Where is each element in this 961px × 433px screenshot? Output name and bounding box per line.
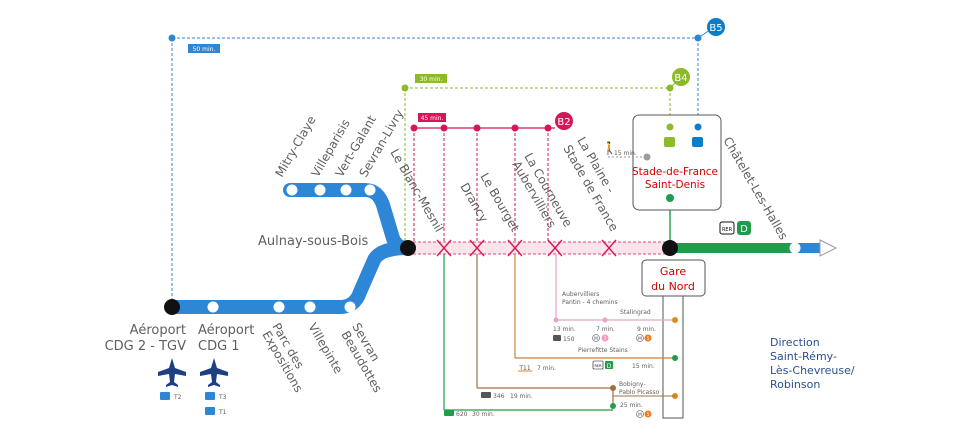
svg-text:30 min.: 30 min.: [472, 411, 495, 418]
svg-text:25 min.: 25 min.: [620, 402, 643, 409]
airplane-icon: [158, 358, 186, 387]
b4-time: 30 min.: [420, 76, 443, 83]
station-cdg2-hub: [164, 299, 180, 315]
svg-text:15 min.: 15 min.: [632, 363, 655, 370]
b2-label: B2: [557, 117, 570, 128]
svg-text:T3: T3: [218, 394, 227, 401]
svg-text:9 min.: 9 min.: [637, 326, 656, 333]
svg-text:13 min.: 13 min.: [553, 326, 576, 333]
svg-text:Direction: Direction: [770, 336, 820, 349]
station-gare-nord-hub: [662, 240, 678, 256]
station-gare-line2: du Nord: [651, 280, 695, 293]
branch-b2: B2 45 min.: [410, 112, 573, 248]
svg-text:M: M: [638, 412, 642, 418]
station-cdg2-line2: CDG 2 - TGV: [105, 339, 187, 354]
svg-text:620: 620: [456, 411, 468, 418]
stade-de-france-box: Stade-de-France Saint-Denis: [632, 114, 722, 211]
direction-text: Direction Saint-Rémy- Lès-Chevreuse/ Rob…: [770, 336, 855, 391]
svg-text:7 min.: 7 min.: [537, 365, 556, 372]
station-cdg2-line1: Aéroport: [130, 323, 186, 338]
svg-text:346: 346: [493, 393, 505, 400]
b4-badge: [672, 68, 690, 86]
svg-text:Lès-Chevreuse/: Lès-Chevreuse/: [770, 364, 855, 377]
central-section: [408, 239, 670, 257]
airplane-icon: [200, 358, 228, 387]
b5-badge: [707, 18, 725, 36]
airport-terminals: T2 T3 T1: [158, 358, 228, 416]
station-cdg1-line1: Aéroport: [198, 323, 254, 338]
svg-text:D: D: [740, 224, 748, 235]
svg-text:5: 5: [647, 412, 650, 418]
svg-text:T11: T11: [518, 365, 530, 372]
svg-text:Bobigny-: Bobigny-: [619, 381, 645, 388]
b5-time: 50 min.: [193, 46, 216, 53]
svg-text:7 min.: 7 min.: [596, 326, 615, 333]
svg-text:T2: T2: [173, 394, 182, 401]
station-cdg1-line2: CDG 1: [198, 339, 240, 354]
station-stade-line1: Stade-de-France: [632, 166, 718, 178]
rer-d-badge: RER D: [719, 221, 751, 235]
station-aulnay-hub: [400, 240, 416, 256]
gare-du-nord-box: Gare du Nord: [641, 259, 706, 419]
station-stade-line2: Saint-Denis: [645, 179, 705, 191]
branch-b5: B5 50 min.: [168, 18, 725, 305]
station-dots: [207, 184, 801, 313]
svg-text:Robinson: Robinson: [770, 378, 820, 391]
svg-text:M: M: [594, 336, 598, 342]
connections: Aubervilliers Pantin - 4 chemins Staling…: [443, 254, 678, 418]
svg-text:RER: RER: [594, 364, 602, 368]
svg-text:T1: T1: [218, 409, 227, 416]
b2-time: 45 min.: [421, 115, 444, 122]
station-blanc-mesnil: Le Blanc-Mesnil: [387, 147, 446, 235]
svg-text:7: 7: [604, 336, 607, 342]
svg-text:Pierrefitte Stains: Pierrefitte Stains: [578, 347, 628, 354]
station-gare-line1: Gare: [660, 265, 687, 278]
svg-text:Saint-Rémy-: Saint-Rémy-: [770, 350, 837, 363]
svg-text:19 min.: 19 min.: [510, 393, 533, 400]
bus-blue-icon: [692, 137, 703, 147]
svg-text:RER: RER: [722, 227, 733, 233]
station-villepinte: Villepinte: [305, 321, 345, 376]
svg-text:D: D: [607, 363, 612, 370]
walk-connection: 🚶 15 min.: [602, 141, 651, 161]
station-aulnay: Aulnay-sous-Bois: [258, 234, 369, 249]
walk-icon: 🚶: [602, 141, 617, 155]
walk-time: 15 min.: [614, 150, 637, 157]
b5-label: B5: [709, 23, 722, 34]
svg-text:Stalingrad: Stalingrad: [620, 309, 651, 316]
svg-text:M: M: [638, 336, 642, 342]
b2-badge: [555, 112, 573, 130]
station-le-bourget: Le Bourget: [477, 171, 522, 235]
svg-text:Pantin - 4 chemins: Pantin - 4 chemins: [562, 299, 618, 306]
svg-text:150: 150: [563, 336, 575, 343]
svg-text:5: 5: [647, 336, 650, 342]
bus-green-icon: [664, 137, 675, 147]
svg-text:Pablo Picasso: Pablo Picasso: [619, 389, 659, 396]
b4-label: B4: [674, 73, 687, 84]
svg-text:Aubervilliers: Aubervilliers: [562, 291, 599, 298]
